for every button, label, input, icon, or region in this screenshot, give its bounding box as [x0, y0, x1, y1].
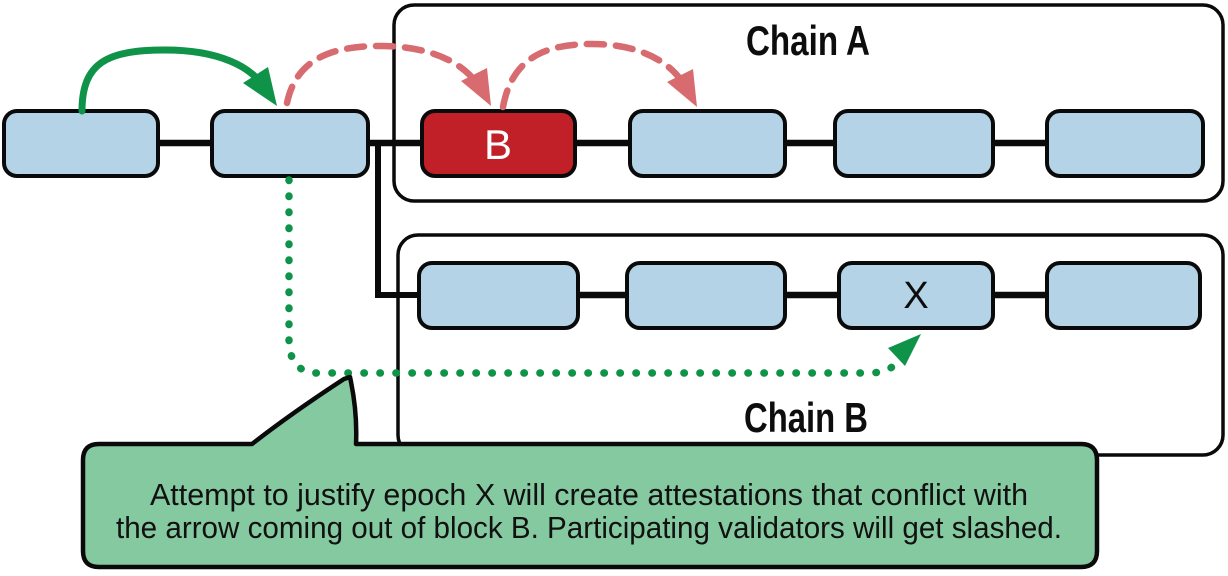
red-dashed-arc-1 — [283, 42, 484, 107]
callout-text-line2: the arrow coming out of block B. Partici… — [116, 510, 1062, 545]
green-justify-arrowhead-icon — [243, 67, 277, 106]
block-chain-b-1 — [417, 261, 580, 330]
callout-text-line1: Attempt to justify epoch X will create a… — [150, 477, 1028, 512]
callout-bubble — [80, 374, 1100, 570]
block-chain-a-3 — [833, 109, 995, 178]
chain-b-label: Chain B — [744, 394, 868, 441]
block-x-label: X — [903, 275, 928, 317]
green-dotted-conflict-path — [285, 176, 908, 377]
fork-branch-line — [375, 146, 421, 298]
block-chain-b-2 — [625, 261, 787, 330]
block-chain-a-4 — [1045, 109, 1205, 178]
block-chain-a-2 — [628, 109, 787, 178]
block-b-label: B — [484, 121, 512, 168]
green-justify-arrow — [78, 46, 270, 115]
red-dashed-arc-2 — [499, 40, 690, 111]
block-b — [420, 109, 577, 178]
block-chain-b-4 — [1045, 261, 1202, 330]
green-dotted-arrowhead-icon — [888, 334, 921, 366]
red-dashed-arrowhead-2-icon — [667, 69, 697, 107]
chain-a-box — [392, 3, 1225, 203]
block-x — [837, 261, 995, 330]
block-fork-parent — [210, 109, 370, 178]
red-dashed-arrowhead-1-icon — [461, 68, 491, 106]
chain-a-label: Chain A — [746, 17, 870, 64]
block-genesis — [2, 109, 160, 178]
